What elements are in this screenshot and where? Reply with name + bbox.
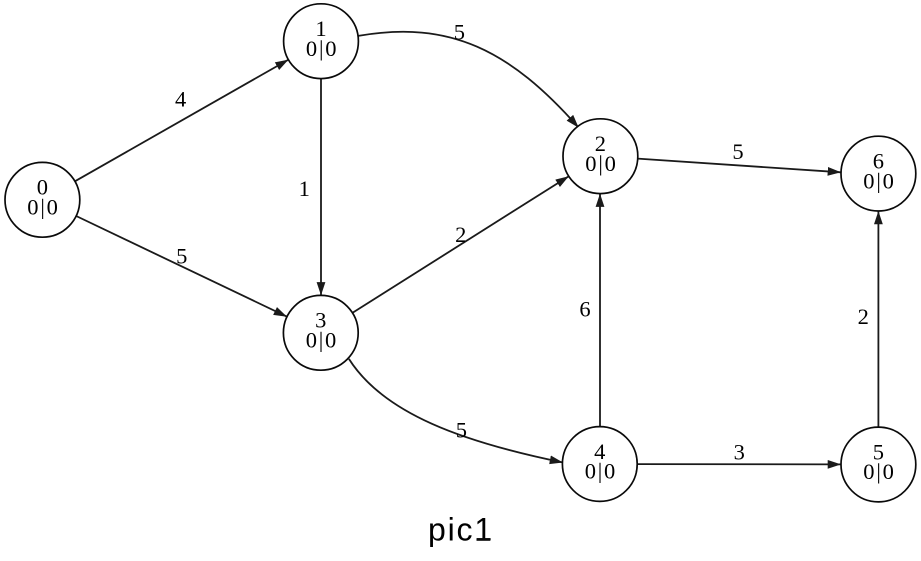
svg-text:3: 3: [315, 308, 326, 333]
svg-text:4: 4: [594, 439, 605, 464]
svg-text:0|0: 0|0: [863, 168, 895, 193]
svg-text:0|0: 0|0: [585, 151, 617, 176]
svg-text:6: 6: [873, 148, 884, 173]
svg-text:1: 1: [299, 176, 310, 201]
svg-text:6: 6: [579, 296, 590, 321]
svg-text:0|0: 0|0: [306, 36, 338, 61]
svg-text:5: 5: [732, 139, 743, 164]
svg-text:0|0: 0|0: [27, 195, 59, 220]
svg-text:2: 2: [595, 131, 606, 156]
svg-text:0|0: 0|0: [863, 459, 895, 484]
svg-text:0|0: 0|0: [585, 459, 617, 484]
svg-text:5: 5: [873, 439, 884, 464]
svg-text:3: 3: [734, 440, 745, 465]
svg-text:1: 1: [315, 16, 326, 41]
svg-text:5: 5: [454, 20, 465, 45]
svg-text:0: 0: [37, 175, 48, 200]
svg-text:2: 2: [455, 222, 466, 247]
svg-text:pic1: pic1: [428, 512, 494, 548]
svg-text:5: 5: [176, 244, 187, 269]
svg-text:2: 2: [858, 304, 869, 329]
svg-text:5: 5: [456, 418, 467, 443]
svg-text:4: 4: [175, 86, 186, 111]
svg-text:0|0: 0|0: [306, 328, 338, 353]
